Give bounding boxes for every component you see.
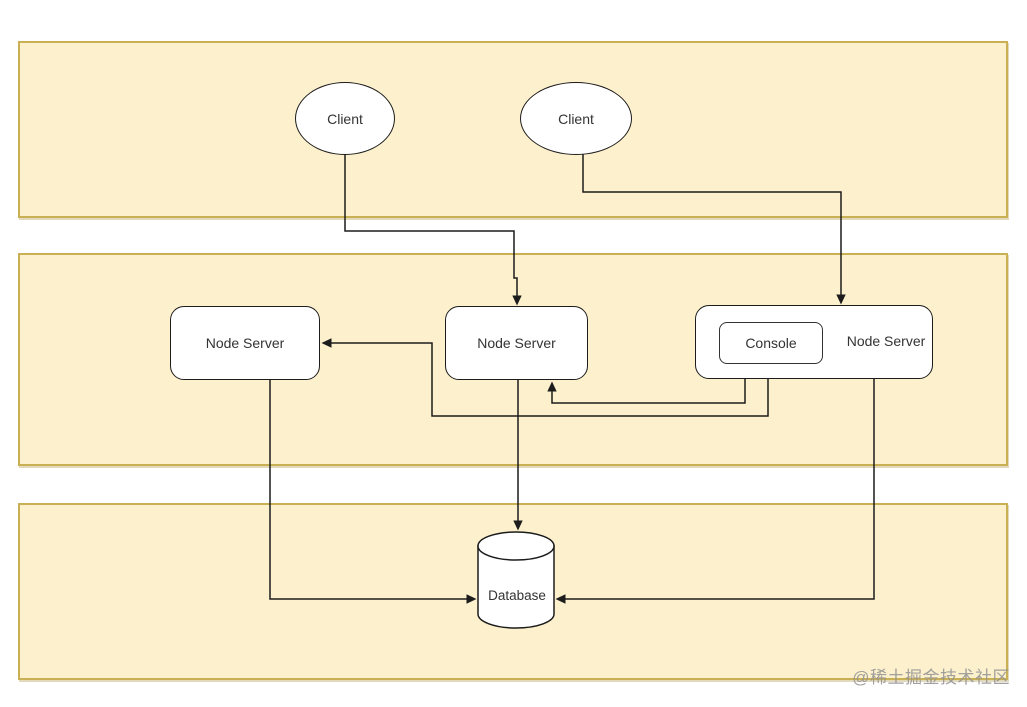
node-client-2-label: Client: [558, 110, 594, 127]
node-server-left-label: Node Server: [205, 335, 285, 351]
node-console: Console: [719, 322, 823, 364]
node-server-right-label: Node Server: [846, 333, 926, 350]
tier-band-clients: [18, 41, 1008, 218]
node-client-1: Client: [295, 82, 395, 155]
node-console-label: Console: [745, 335, 797, 351]
node-database-label: Database: [488, 588, 546, 603]
node-client-1-label: Client: [327, 110, 363, 127]
node-server-center: Node Server: [445, 306, 588, 380]
node-client-2: Client: [520, 82, 632, 155]
node-server-left: Node Server: [170, 306, 320, 380]
node-server-center-label: Node Server: [477, 335, 556, 351]
node-server-right: Console Node Server: [695, 305, 933, 379]
watermark-text: @稀土掘金技术社区: [852, 668, 1010, 687]
